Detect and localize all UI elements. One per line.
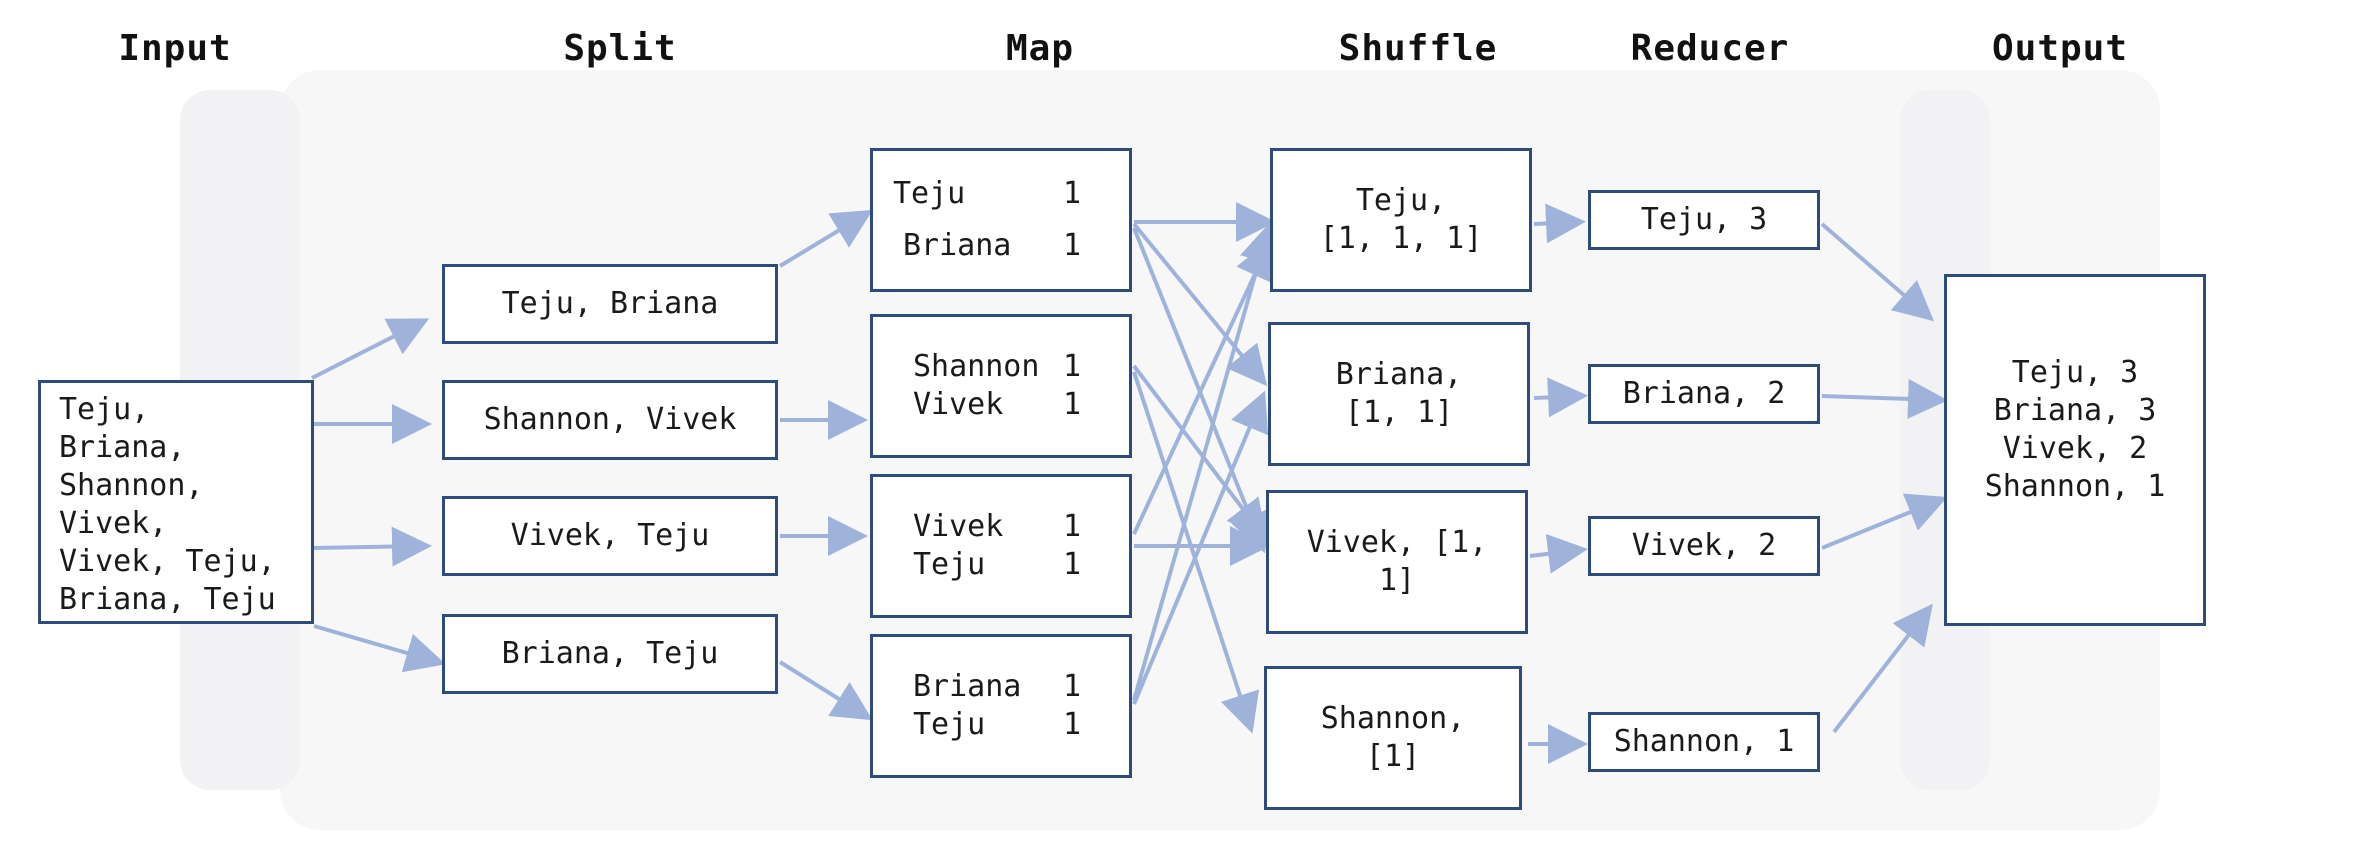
stage-header-shuffle: Shuffle [1338, 28, 1498, 69]
reducer-text: Shannon, 1 [1613, 724, 1795, 759]
map-key: Briana [903, 228, 1012, 263]
flow-arrow [311, 318, 430, 380]
flow-arrow [1821, 378, 1948, 419]
reducer-text: Briana, 2 [1622, 376, 1786, 411]
shuffle-box-3: Vivek, [1, 1] [1266, 490, 1528, 634]
shuffle-box-1: Teju, [1, 1, 1] [1270, 148, 1532, 292]
map-value: 1 [1063, 349, 1082, 384]
map-key: Teju [913, 547, 986, 582]
reducer-box-3: Vivek, 2 [1588, 516, 1820, 576]
flow-arrow [1132, 364, 1267, 541]
flow-arrow [1533, 203, 1586, 244]
stage-header-output: Output [1991, 28, 2129, 69]
map-value: 1 [1063, 707, 1082, 742]
flow-arrow [313, 526, 432, 567]
map-value: 1 [1063, 228, 1082, 263]
flow-arrow [778, 660, 873, 721]
map-value: 1 [1063, 176, 1082, 211]
reducer-box-1: Teju, 3 [1588, 190, 1820, 250]
map-key: Teju [913, 707, 986, 742]
shuffle-box-2: Briana, [1, 1] [1268, 322, 1530, 466]
flow-arrow [1132, 222, 1279, 701]
flow-arrow [1533, 377, 1588, 418]
map-value: 1 [1063, 387, 1082, 422]
reducer-text: Teju, 3 [1640, 202, 1768, 237]
flow-arrow [1820, 222, 1935, 322]
split-box-1: Teju, Briana [442, 264, 778, 344]
flow-arrow [1132, 222, 1268, 387]
map-key: Teju [893, 176, 966, 211]
split-text: Briana, Teju [501, 636, 719, 671]
flow-arrow [1132, 371, 1260, 734]
stage-header-reducer: Reducer [1630, 28, 1790, 69]
flow-arrow [1529, 533, 1588, 574]
shuffle-text: Vivek, [1, 1] [1306, 525, 1488, 598]
map-key: Vivek [913, 387, 1004, 422]
flow-arrow [1832, 603, 1933, 734]
flow-arrow [1132, 227, 1269, 554]
map-value: 1 [1063, 669, 1082, 704]
reducer-box-4: Shannon, 1 [1588, 712, 1820, 772]
split-box-3: Vivek, Teju [442, 496, 778, 576]
map-box-1: Teju 1 Briana 1 [870, 148, 1132, 292]
reducer-text: Vivek, 2 [1631, 528, 1777, 563]
shuffle-text: Briana, [1, 1] [1335, 357, 1463, 430]
shuffle-box-4: Shannon, [1] [1264, 666, 1522, 810]
flow-arrow [313, 624, 446, 673]
stage-header-map: Map [1005, 28, 1075, 69]
split-box-4: Briana, Teju [442, 614, 778, 694]
output-text: Teju, 3 Briana, 3 Vivek, 2 Shannon, 1 [1984, 355, 2166, 504]
split-text: Teju, Briana [501, 286, 719, 321]
flow-arrow [778, 209, 873, 268]
stage-header-input: Input [118, 28, 232, 69]
flow-arrow [1821, 493, 1948, 550]
map-key: Briana [913, 669, 1022, 704]
flow-arrow [1132, 390, 1269, 705]
shuffle-text: Shannon, [1] [1320, 701, 1466, 774]
input-box: Teju, Briana, Shannon, Vivek, Vivek, Tej… [38, 380, 314, 624]
map-key: Shannon [913, 349, 1040, 384]
split-box-2: Shannon, Vivek [442, 380, 778, 460]
output-box: Teju, 3 Briana, 3 Vivek, 2 Shannon, 1 [1944, 274, 2206, 626]
input-text: Teju, Briana, Shannon, Vivek, Vivek, Tej… [59, 392, 276, 617]
map-box-3: Vivek 1 Teju 1 [870, 474, 1132, 618]
map-value: 1 [1063, 509, 1082, 544]
reducer-box-2: Briana, 2 [1588, 364, 1820, 424]
split-text: Shannon, Vivek [483, 402, 737, 437]
flow-arrow [1132, 238, 1273, 535]
split-text: Vivek, Teju [510, 518, 710, 553]
map-box-4: Briana 1 Teju 1 [870, 634, 1132, 778]
stage-header-split: Split [563, 28, 677, 69]
map-box-2: Shannon 1 Vivek 1 [870, 314, 1132, 458]
map-key: Vivek [913, 509, 1004, 544]
shuffle-text: Teju, [1, 1, 1] [1319, 183, 1483, 256]
map-value: 1 [1063, 547, 1082, 582]
